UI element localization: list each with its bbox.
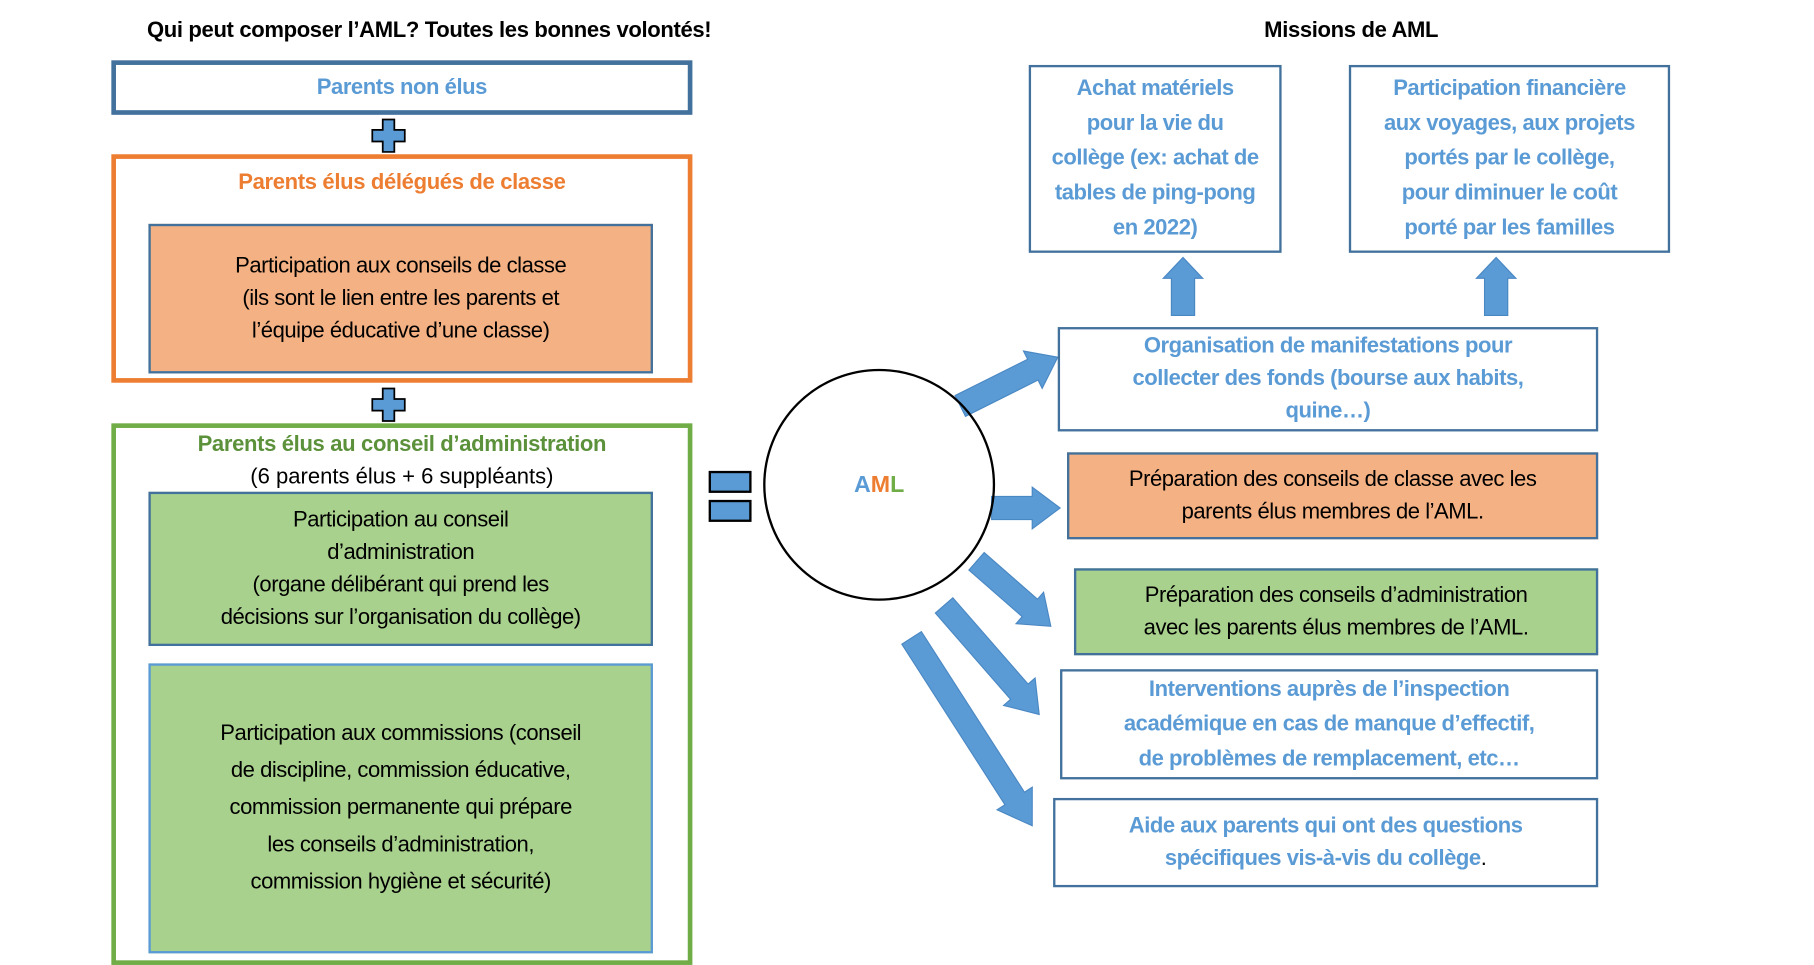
text-line: de problèmes de remplacement, etc… — [1138, 746, 1520, 771]
left-title: Qui peut composer l’AML? Toutes les bonn… — [146, 18, 712, 43]
ca-box: Parents élus au conseil d’administration… — [111, 423, 693, 965]
mission-interventions-box: Interventions auprès de l’inspection aca… — [1060, 669, 1599, 780]
delegues-title: Parents élus délégués de classe — [238, 170, 566, 195]
aml-letter-m: M — [870, 471, 891, 497]
mission-achat-box: Achat matériels pour la vie du collège (… — [1028, 64, 1282, 253]
text-line: Aide aux parents qui ont des questions — [1128, 813, 1523, 838]
text-line: tables de ping-pong — [1054, 180, 1256, 206]
text-line: Participation aux conseils de classe — [235, 253, 567, 278]
delegues-box: Parents élus délégués de classe Particip… — [111, 154, 693, 383]
equals-icon-top — [708, 470, 752, 493]
parents-non-elus-label: Parents non élus — [316, 74, 488, 100]
text-line: pour la vie du — [1086, 111, 1224, 136]
arrow-interventions-icon — [934, 596, 1040, 716]
aml-letter-l: L — [890, 471, 905, 497]
plus-icon — [371, 387, 406, 422]
parents-non-elus-box: Parents non élus — [111, 60, 693, 115]
text-line: (organe délibérant qui prend les — [252, 572, 550, 597]
text-line: collège (ex: achat de — [1051, 146, 1260, 171]
text-line: Participation aux commissions (conseil — [220, 721, 582, 746]
mission-participation-box: Participation financière aux voyages, au… — [1348, 64, 1671, 253]
text-line: parents élus membres de l’AML. — [1181, 499, 1485, 524]
arrow-aide-icon — [901, 630, 1033, 827]
text-line: Participation financière — [1393, 76, 1626, 101]
mission-aide-box: Aide aux parents qui ont des questions s… — [1053, 797, 1599, 888]
text-line: Organisation de manifestations pour — [1143, 334, 1513, 359]
plus-icon — [371, 118, 406, 153]
mission-organisation-box: Organisation de manifestations pour coll… — [1057, 327, 1599, 432]
ca-detail-box: Participation au conseil d’administratio… — [148, 491, 653, 647]
ca-title: Parents élus au conseil d’administration — [197, 432, 607, 457]
text-line: (ils sont le lien entre les parents et — [242, 285, 560, 311]
text-line: Interventions auprès de l’inspection — [1148, 676, 1510, 702]
text-line: commission hygiène et sécurité) — [250, 869, 552, 895]
mission-prep-classe-box: Préparation des conseils de classe avec … — [1067, 452, 1599, 540]
text-line: décisions sur l’organisation du collège) — [220, 604, 581, 630]
text-line: spécifiques vis-à-vis du collège — [1164, 846, 1481, 871]
mission-prep-ca-box: Préparation des conseils d’administratio… — [1073, 568, 1599, 656]
text-line: de discipline, commission éducative, — [230, 758, 571, 783]
arrow-organisation-icon — [954, 350, 1059, 418]
text-line: quine…) — [1285, 398, 1371, 424]
delegues-detail-box: Participation aux conseils de classe (il… — [148, 223, 653, 374]
connector-layer — [371, 118, 1518, 827]
commissions-box: Participation aux commissions (conseil d… — [148, 663, 653, 954]
right-title: Missions de AML — [1264, 18, 1439, 43]
text-line: d’administration — [327, 539, 475, 565]
text-line: en 2022) — [1112, 215, 1198, 241]
ca-subtitle: (6 parents élus + 6 suppléants) — [250, 465, 554, 490]
arrow-prep-ca-icon — [968, 551, 1052, 627]
text-line: l’équipe éducative d’une classe) — [251, 318, 550, 343]
text-line: porté par les familles — [1404, 215, 1615, 241]
aml-letter-a: A — [853, 471, 871, 497]
text-line: commission permanente qui prépare — [229, 795, 573, 820]
text-line: avec les parents élus membres de l’AML. — [1143, 615, 1529, 640]
text-line: aux voyages, aux projets — [1383, 111, 1635, 136]
diagram: Qui peut composer l’AML? Toutes les bonn… — [111, 18, 1671, 965]
text-line: portés par le collège, — [1404, 146, 1615, 171]
text-line: académique en cas de manque d’effectif, — [1123, 711, 1535, 736]
text-line-end: . — [1480, 846, 1487, 871]
arrow-up-icon — [1161, 256, 1205, 317]
text-line: Participation au conseil — [292, 507, 509, 532]
text-line: Préparation des conseils de classe avec … — [1128, 466, 1537, 492]
text-line: les conseils d’administration, — [267, 832, 534, 858]
text-line: collecter des fonds (bourse aux habits, — [1132, 366, 1524, 391]
equals-icon-bottom — [708, 499, 752, 522]
arrow-prep-classe-icon — [991, 485, 1062, 531]
text-line: pour diminuer le coût — [1401, 180, 1618, 206]
arrow-up-icon — [1475, 256, 1518, 317]
text-line: Préparation des conseils d’administratio… — [1144, 582, 1528, 608]
text-line: Achat matériels — [1076, 76, 1235, 101]
